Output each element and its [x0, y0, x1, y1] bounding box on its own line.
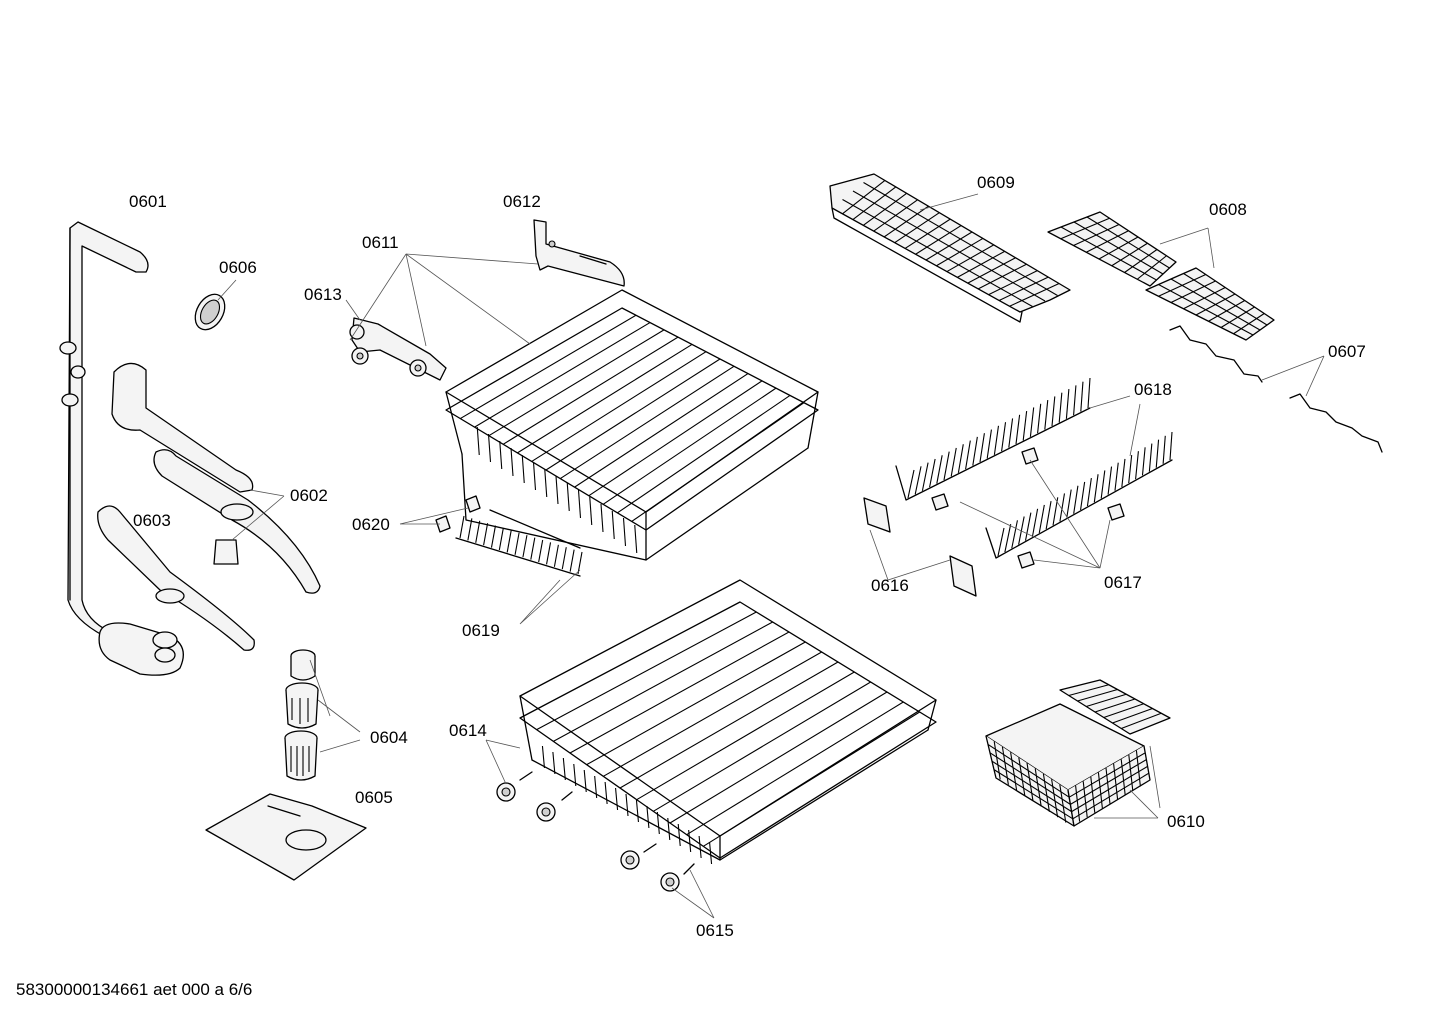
label-0609: 0609 [977, 173, 1015, 192]
label-0613: 0613 [304, 285, 342, 304]
label-0614: 0614 [449, 721, 487, 740]
label-0610: 0610 [1167, 812, 1205, 831]
label-0617: 0617 [1104, 573, 1142, 592]
label-0619: 0619 [462, 621, 500, 640]
part-0620-clips [435, 495, 481, 533]
label-0615: 0615 [696, 921, 734, 940]
document-footer-code: 58300000134661 aet 000 a 6/6 [16, 980, 253, 999]
part-0602-spray-arm [111, 362, 321, 594]
part-0603-lower-spray-arm [97, 505, 255, 651]
part-0612-bracket [533, 219, 625, 287]
part-0610-cutlery-basket [985, 679, 1171, 827]
label-0620: 0620 [352, 515, 390, 534]
label-0603: 0603 [133, 511, 171, 530]
label-0608: 0608 [1209, 200, 1247, 219]
part-0616-0617-clips [863, 447, 1125, 597]
label-0602: 0602 [290, 486, 328, 505]
label-0616: 0616 [871, 576, 909, 595]
part-upper-basket [445, 289, 819, 561]
part-labels: 0601 0606 0611 0612 0613 0602 0603 0620 … [129, 173, 1366, 940]
part-0604-filters [284, 649, 319, 781]
part-0618-tine-rows [895, 377, 1173, 559]
part-0608-racks [1047, 211, 1275, 341]
label-0618: 0618 [1134, 380, 1172, 399]
part-0609-cutlery-tray [829, 173, 1071, 323]
label-0612: 0612 [503, 192, 541, 211]
part-0607-step-holders [1169, 325, 1383, 453]
part-0619-tine-row [455, 509, 583, 577]
part-0601-spray-pipe [59, 221, 184, 676]
label-0604: 0604 [370, 728, 408, 747]
part-0614-0615-wheels [496, 771, 695, 892]
label-0601: 0601 [129, 192, 167, 211]
label-0611: 0611 [362, 233, 399, 252]
label-0607: 0607 [1328, 342, 1366, 361]
label-0606: 0606 [219, 258, 257, 277]
part-0606-strainer-disc [194, 293, 226, 331]
part-lower-basket [519, 579, 937, 865]
part-0613-roller-carrier [349, 317, 447, 381]
part-0605-sieve-plate [205, 793, 367, 881]
leader-lines [217, 193, 1325, 919]
label-0605: 0605 [355, 788, 393, 807]
